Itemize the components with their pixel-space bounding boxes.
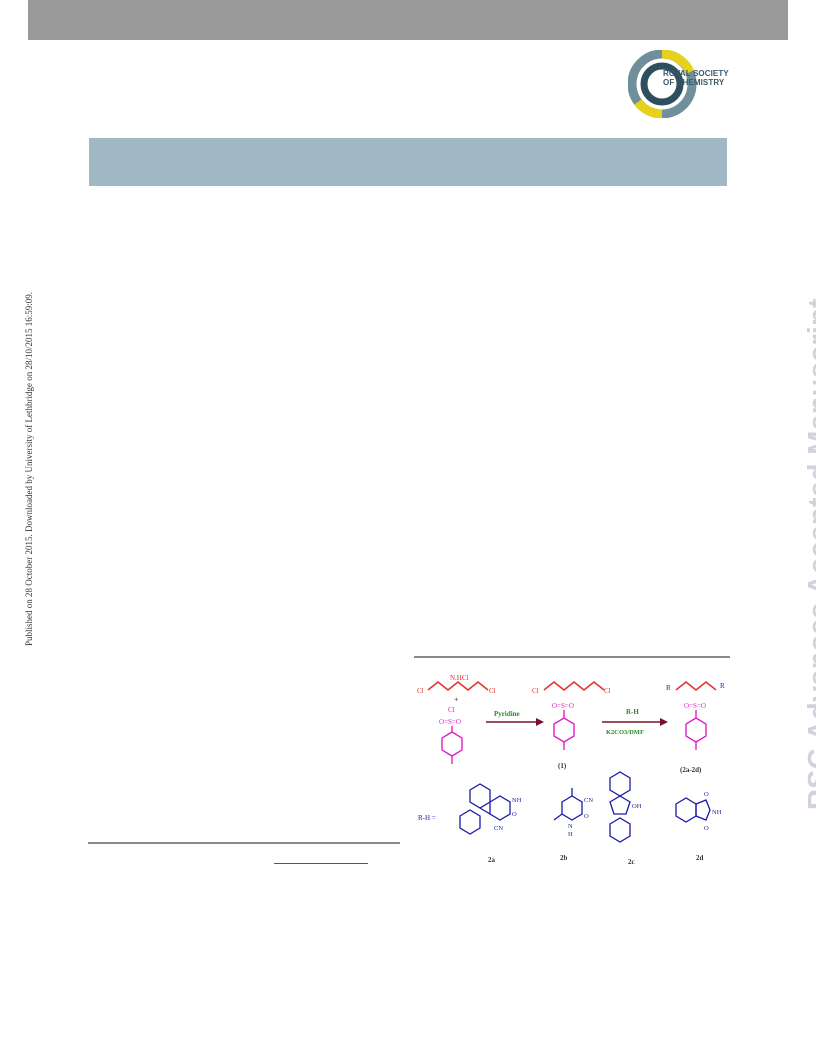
substituent-2c-label: 2c [628, 858, 635, 866]
substituent-2a-label: 2a [488, 856, 496, 864]
tosyl-ring-3 [685, 710, 707, 750]
substituent-2b-h: H [568, 831, 573, 838]
tosyl-ring-2 [553, 710, 575, 750]
r-label-1: R [666, 684, 671, 692]
substituent-2b-o: O [584, 813, 589, 820]
substituent-2d-o1: O [704, 791, 709, 798]
sulfonyl-label-3: O=S=O [684, 702, 706, 710]
cl-label-2: Cl [489, 687, 496, 695]
cl-label-1: Cl [417, 687, 424, 695]
cl-label-4: Cl [532, 687, 539, 695]
bis-chloroethylamine [427, 681, 489, 691]
substituent-2b-cn: CN [584, 797, 593, 804]
product-chain [675, 681, 717, 691]
rsc-logo [628, 50, 697, 118]
cl-label-5: Cl [604, 687, 611, 695]
substituent-2d-nh: NH [712, 809, 722, 816]
sulfonyl-label-1: O=S=O [439, 718, 461, 726]
r-label-2: R [720, 682, 725, 690]
reaction-arrow-1 [486, 718, 544, 726]
substituent-2b-structure [553, 788, 583, 821]
intermediate-label: (1) [558, 762, 567, 770]
substituent-2b-label: 2b [560, 854, 568, 862]
sulfonyl-label-2: O=S=O [552, 702, 574, 710]
reagent-pyridine: Pyridine [494, 710, 520, 718]
title-band [89, 138, 727, 186]
cl-label-3: Cl [448, 706, 455, 714]
footnote-rule [88, 842, 400, 844]
publication-stamp: Published on 28 October 2015. Downloaded… [24, 292, 34, 646]
accepted-manuscript-watermark: RSC Advances Accepted Manuscript [803, 298, 816, 810]
rh-equals-label: R-H = [418, 814, 436, 822]
plus-sign: + [454, 695, 459, 704]
amine-hcl-label: N.HCl [450, 674, 469, 682]
substituent-2a-structure [459, 783, 511, 835]
top-header-bar [28, 0, 788, 40]
email-link-underline[interactable] [274, 863, 368, 864]
rsc-logo-text: ROYAL SOCIETY OF CHEMISTRY [663, 69, 729, 87]
substituent-2a-nh: NH [512, 797, 522, 804]
substituent-2b-n: N [568, 823, 573, 830]
substituent-2a-o: O [512, 811, 517, 818]
substituent-2d-o2: O [704, 825, 709, 832]
scheme-top-rule [414, 656, 730, 658]
substituent-2d-structure [675, 797, 711, 823]
substituent-2a-cn: CN [494, 825, 503, 832]
reagent-k2co3-dmf: K2CO3/DMF [606, 729, 644, 736]
product-label: (2a-2d) [680, 766, 702, 774]
substituent-2c-structure [609, 771, 631, 843]
reagent-rh: R-H [626, 708, 639, 716]
reaction-scheme: Cl Cl N.HCl + Cl O=S=O Pyridine Cl Cl O=… [417, 674, 725, 866]
substituent-2d-label: 2d [696, 854, 704, 862]
substituent-2c-oh: OH [632, 803, 642, 810]
reaction-arrow-2 [602, 718, 668, 726]
tosyl-ring-1 [441, 726, 463, 764]
intermediate-chain [543, 681, 605, 691]
